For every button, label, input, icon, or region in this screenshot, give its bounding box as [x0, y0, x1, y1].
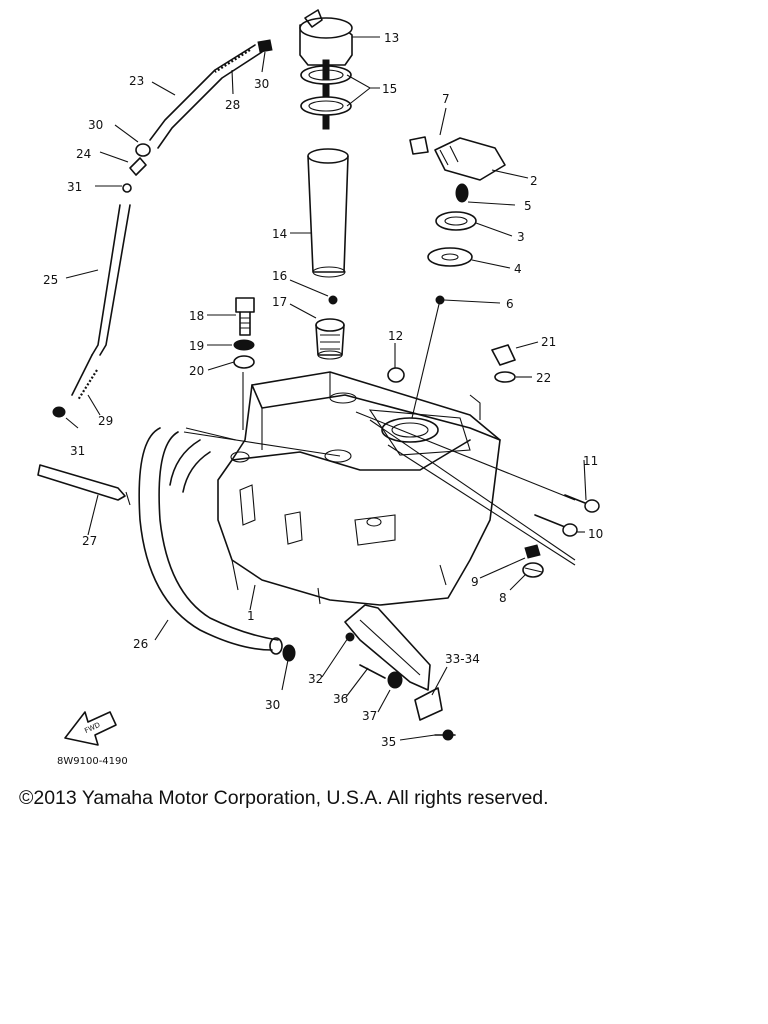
tank-cap-assembly [409, 136, 506, 305]
callout-10: 10 [588, 527, 603, 541]
callout-19: 19 [189, 339, 204, 353]
breather-hoses [52, 39, 273, 418]
callout-23: 23 [129, 74, 144, 88]
callout-9: 9 [471, 575, 479, 589]
callout-4: 4 [514, 262, 522, 276]
callout-1: 1 [247, 609, 255, 623]
fwd-direction-arrow [64, 711, 117, 746]
fuel-hose-26 [138, 427, 296, 662]
callout-30-bottom: 30 [265, 698, 280, 712]
callout-33-34: 33-34 [445, 652, 480, 666]
callout-28: 28 [225, 98, 240, 112]
callout-31-upper: 31 [67, 180, 82, 194]
callout-24: 24 [76, 147, 91, 161]
callout-32: 32 [308, 672, 323, 686]
callout-29: 29 [98, 414, 113, 428]
fuel-filter [315, 318, 345, 360]
mounting-bracket [344, 604, 456, 741]
callout-6: 6 [506, 297, 514, 311]
parts-drawing [37, 9, 600, 746]
screws-and-clamps [522, 494, 600, 578]
callout-13: 13 [384, 31, 399, 45]
callout-30-top: 30 [254, 77, 269, 91]
seal-rings [300, 65, 352, 130]
callout-5: 5 [524, 199, 532, 213]
callout-8: 8 [499, 591, 507, 605]
callout-18: 18 [189, 309, 204, 323]
leader-lines [65, 36, 587, 741]
callout-20: 20 [189, 364, 204, 378]
callout-11: 11 [583, 454, 598, 468]
copyright-notice: ©2013 Yamaha Motor Corporation, U.S.A. A… [19, 787, 549, 809]
callout-17: 17 [272, 295, 287, 309]
callout-26: 26 [133, 637, 148, 651]
callout-27: 27 [82, 534, 97, 548]
callout-2: 2 [530, 174, 538, 188]
callout-15: 15 [382, 82, 397, 96]
fuel-tank [217, 371, 501, 606]
callout-37: 37 [362, 709, 377, 723]
callout-12: 12 [388, 329, 403, 343]
filler-tube [307, 148, 349, 278]
callout-35: 35 [381, 735, 396, 749]
callout-22: 22 [536, 371, 551, 385]
callout-16: 16 [272, 269, 287, 283]
callout-3: 3 [517, 230, 525, 244]
callout-21: 21 [541, 335, 556, 349]
callout-31-lower: 31 [70, 444, 85, 458]
callout-7: 7 [442, 92, 450, 106]
callout-36: 36 [333, 692, 348, 706]
drawing-code: 8W9100-4190 [57, 756, 128, 767]
mounting-bolt-group [233, 297, 255, 369]
callout-labels: 13 15 28 30 23 30 24 31 25 7 2 5 3 4 6 1… [43, 31, 603, 767]
callout-25: 25 [43, 273, 58, 287]
callout-14: 14 [272, 227, 287, 241]
callout-30-left: 30 [88, 118, 103, 132]
